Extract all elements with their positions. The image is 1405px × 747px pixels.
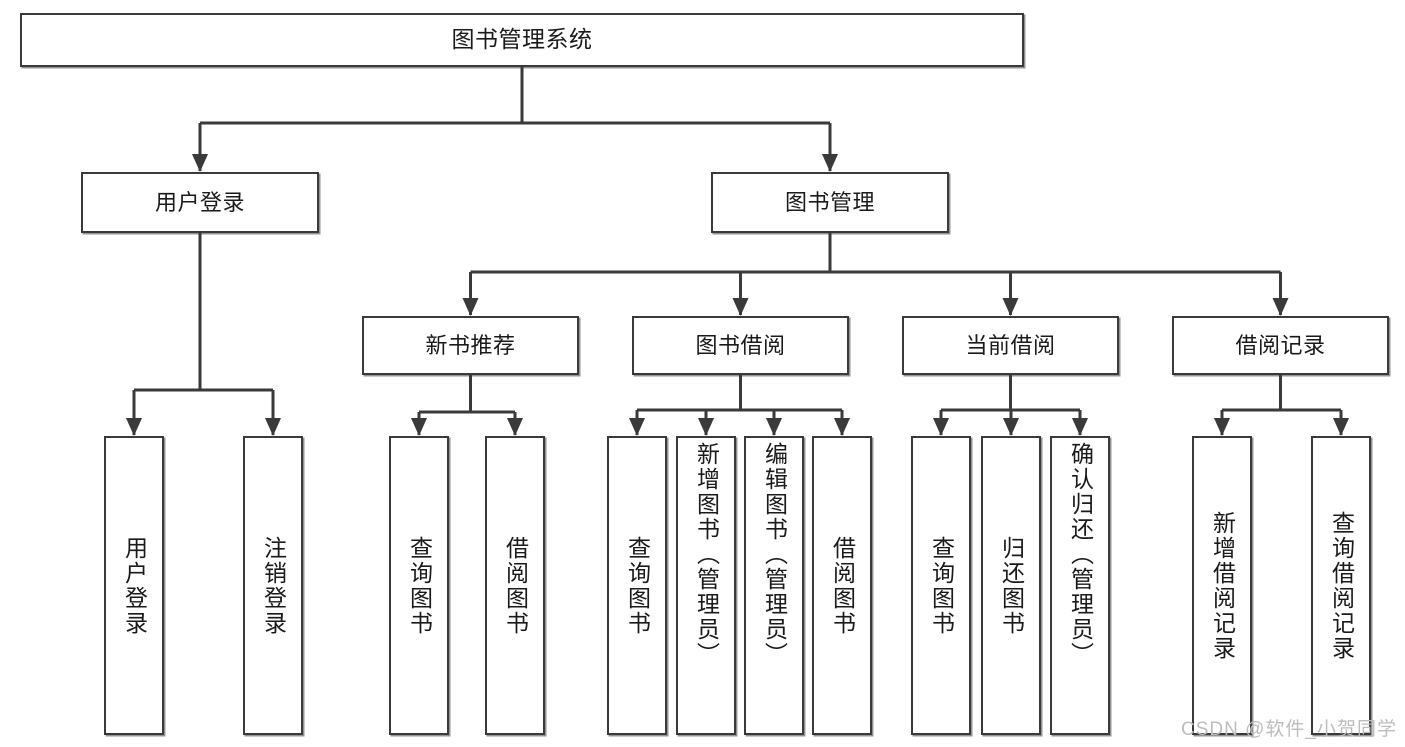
node-label-leaf-add-record: 新增借阅记录	[1209, 510, 1236, 661]
node-new-book-rec[interactable]: 新书推荐	[362, 316, 579, 375]
node-leaf-logout[interactable]: 注销登录	[243, 436, 303, 735]
node-leaf-edit-book[interactable]: 编辑图书（管理员）	[744, 436, 804, 735]
node-book-borrow[interactable]: 图书借阅	[632, 316, 849, 375]
node-leaf-borrow-book-2[interactable]: 借阅图书	[812, 436, 872, 735]
node-label-leaf-confirm-return: 确认归还（管理员）	[1067, 442, 1094, 667]
node-label-leaf-borrow-book-1: 借阅图书	[502, 535, 529, 636]
node-leaf-return-book[interactable]: 归还图书	[981, 436, 1041, 735]
node-label-leaf-add-book: 新增图书（管理员）	[693, 442, 720, 667]
node-leaf-add-record[interactable]: 新增借阅记录	[1192, 436, 1252, 735]
node-label-current-borrow: 当前借阅	[965, 332, 1056, 358]
node-label-leaf-edit-book: 编辑图书（管理员）	[761, 442, 788, 667]
node-label-user-login: 用户登录	[154, 189, 245, 215]
node-borrow-record[interactable]: 借阅记录	[1172, 316, 1389, 375]
node-label-borrow-record: 借阅记录	[1235, 332, 1326, 358]
node-label-book-manage: 图书管理	[784, 189, 875, 215]
node-label-leaf-query-book-3: 查询图书	[928, 535, 955, 636]
node-label-leaf-return-book: 归还图书	[998, 535, 1025, 636]
node-label-new-book-rec: 新书推荐	[425, 332, 516, 358]
node-current-borrow[interactable]: 当前借阅	[902, 316, 1119, 375]
node-label-leaf-query-record: 查询借阅记录	[1328, 510, 1355, 661]
node-leaf-query-record[interactable]: 查询借阅记录	[1311, 436, 1371, 735]
node-leaf-add-book[interactable]: 新增图书（管理员）	[676, 436, 736, 735]
node-leaf-user-login[interactable]: 用户登录	[104, 436, 164, 735]
node-leaf-query-book-2[interactable]: 查询图书	[607, 436, 667, 735]
node-label-leaf-borrow-book-2: 借阅图书	[829, 535, 856, 636]
node-leaf-query-book-1[interactable]: 查询图书	[389, 436, 449, 735]
node-leaf-confirm-return[interactable]: 确认归还（管理员）	[1050, 436, 1110, 735]
node-label-leaf-query-book-1: 查询图书	[406, 535, 433, 636]
node-root[interactable]: 图书管理系统	[20, 13, 1024, 67]
node-book-manage[interactable]: 图书管理	[711, 172, 949, 233]
watermark-text: CSDN @软件_小贺同学	[1181, 719, 1397, 740]
node-leaf-query-book-3[interactable]: 查询图书	[911, 436, 971, 735]
node-user-login[interactable]: 用户登录	[81, 172, 319, 233]
node-label-book-borrow: 图书借阅	[695, 332, 786, 358]
node-label-root: 图书管理系统	[451, 26, 593, 53]
node-label-leaf-logout: 注销登录	[260, 535, 287, 636]
node-leaf-borrow-book-1[interactable]: 借阅图书	[485, 436, 545, 735]
node-label-leaf-user-login: 用户登录	[121, 535, 148, 636]
node-label-leaf-query-book-2: 查询图书	[624, 535, 651, 636]
